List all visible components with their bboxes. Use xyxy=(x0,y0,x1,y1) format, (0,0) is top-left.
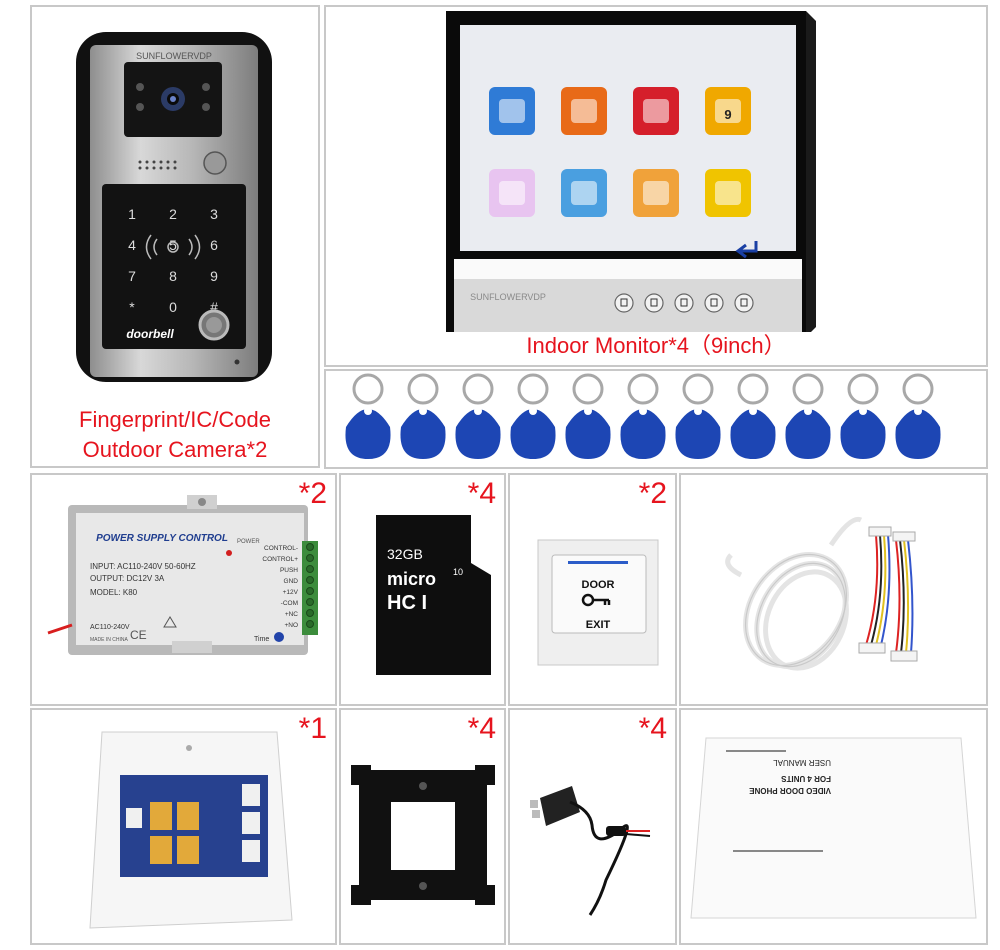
bracket-panel: *4 xyxy=(339,708,506,945)
brightness-icon xyxy=(489,169,535,217)
svg-text:AC110-240V: AC110-240V xyxy=(90,624,130,631)
keypad-key: 6 xyxy=(210,237,218,253)
svg-text:EXIT: EXIT xyxy=(586,619,611,631)
terminal-label: +NC xyxy=(285,611,298,618)
calendar-icon: 9 xyxy=(705,87,751,135)
svg-text:USER MANUAL: USER MANUAL xyxy=(773,758,831,767)
distributor-image xyxy=(89,731,293,929)
keyfob xyxy=(785,373,831,459)
svg-text:Time: Time xyxy=(254,636,269,643)
sd-card-qty: *4 xyxy=(467,477,496,510)
manual-panel: VIDEO DOOR PHONE FOR 4 UNITS USER MANUAL xyxy=(679,708,988,945)
keyfob xyxy=(400,373,446,459)
svg-text:micro: micro xyxy=(387,569,436,589)
keypad-key: 4 xyxy=(128,237,136,253)
sd-card-panel: 32GB micro 10 HC I *4 xyxy=(339,473,506,706)
svg-text:CE: CE xyxy=(130,628,147,642)
terminal-label: CONTROL+ xyxy=(262,556,298,563)
keypad-key: 2 xyxy=(169,206,177,222)
keypad-key: 0 xyxy=(169,299,177,315)
keyfob xyxy=(455,373,501,459)
svg-text:INPUT: AC110-240V 50-60HZ: INPUT: AC110-240V 50-60HZ xyxy=(90,562,196,571)
keypad-key: 9 xyxy=(210,268,218,284)
keyfob xyxy=(840,373,886,459)
contrast-icon xyxy=(561,169,607,217)
bracket-qty: *4 xyxy=(467,712,496,745)
indoor-monitor-image: 9 SUNFLOWERVDP xyxy=(446,11,816,332)
keyfob xyxy=(675,373,721,459)
svg-text:SUNFLOWERVDP: SUNFLOWERVDP xyxy=(470,292,546,302)
terminal-label: GND xyxy=(284,578,299,585)
svg-text:VIDEO DOOR PHONE: VIDEO DOOR PHONE xyxy=(749,786,831,795)
terminal-label: CONTROL- xyxy=(264,545,298,552)
exit-button-panel: DOOR EXIT *2 xyxy=(508,473,677,706)
terminal-label: +12V xyxy=(283,589,299,596)
keypad-key: 3 xyxy=(210,206,218,222)
outdoor-camera-image: SUNFLOWERVDP 1 2 3 4 5 6 7 8 9 * 0 # doorbell xyxy=(76,32,272,382)
cables-image xyxy=(725,516,918,671)
keyfob xyxy=(620,373,666,459)
monitor-caption: Indoor Monitor*4（9inch） xyxy=(526,333,786,358)
svg-text:POWER SUPPLY CONTROL: POWER SUPPLY CONTROL xyxy=(96,533,228,544)
talk-icon[interactable] xyxy=(734,293,754,313)
adapter-qty: *4 xyxy=(638,712,667,745)
keypad-key: 5 xyxy=(169,237,177,253)
distributor-qty: *1 xyxy=(298,712,327,745)
exit-button-qty: *2 xyxy=(638,477,667,510)
svg-text:32GB: 32GB xyxy=(387,546,423,562)
keyfobs-image xyxy=(345,373,941,459)
keyfobs-panel xyxy=(324,369,988,469)
keyfob xyxy=(510,373,556,459)
palette-icon xyxy=(633,169,679,217)
camera-icon[interactable] xyxy=(644,293,664,313)
bracket-image xyxy=(351,765,495,905)
terminal-label: PUSH xyxy=(280,567,298,574)
keyfob xyxy=(345,373,391,459)
power-supply-panel: POWER SUPPLY CONTROL POWER INPUT: AC110-… xyxy=(30,473,337,706)
svg-text:doorbell: doorbell xyxy=(126,327,174,341)
exit-button-image: DOOR EXIT xyxy=(537,539,659,666)
outdoor-camera-panel: SUNFLOWERVDP 1 2 3 4 5 6 7 8 9 * 0 # doorbell Finge… xyxy=(30,5,320,468)
unlock-icon[interactable] xyxy=(704,293,724,313)
home-icon[interactable] xyxy=(614,293,634,313)
svg-text:MODEL: K80: MODEL: K80 xyxy=(90,588,138,597)
keypad-key: # xyxy=(210,299,218,315)
keyfob xyxy=(565,373,611,459)
outdoor-caption: Fingerprint/IC/Code Outdoor Camera*2 xyxy=(32,405,318,465)
adapter-panel: *4 xyxy=(508,708,677,945)
indoor-monitor-panel: 9 SUNFLOWERVDP Indoor Monitor*4（9inch） xyxy=(324,5,988,367)
keypad-key: 7 xyxy=(128,268,136,284)
settings-icon xyxy=(561,87,607,135)
clock-icon xyxy=(633,87,679,135)
svg-text:MADE IN CHINA: MADE IN CHINA xyxy=(90,637,128,643)
calendar-day: 9 xyxy=(724,107,731,122)
keyfob xyxy=(730,373,776,459)
manual-image: VIDEO DOOR PHONE FOR 4 UNITS USER MANUAL xyxy=(690,737,977,919)
keypad-key: 8 xyxy=(169,268,177,284)
intercom-icon[interactable] xyxy=(674,293,694,313)
svg-text:10: 10 xyxy=(453,567,463,577)
keypad-key: * xyxy=(129,299,135,315)
svg-text:SUNFLOWERVDP: SUNFLOWERVDP xyxy=(136,51,212,61)
svg-text:DOOR: DOOR xyxy=(582,579,615,591)
music-icon xyxy=(705,169,751,217)
sd-card-image: 32GB micro 10 HC I xyxy=(376,515,491,675)
cables-panel xyxy=(679,473,988,706)
svg-text:OUTPUT: DC12V 3A: OUTPUT: DC12V 3A xyxy=(90,574,165,583)
keypad-key: 1 xyxy=(128,206,136,222)
adapter-image xyxy=(530,786,651,916)
outdoor-caption-line1: Fingerprint/IC/Code xyxy=(79,407,271,432)
svg-text:POWER: POWER xyxy=(237,539,260,545)
distributor-panel: *1 xyxy=(30,708,337,945)
photos-icon xyxy=(489,87,535,135)
keyfob xyxy=(895,373,941,459)
svg-text:FOR 4 UNITS: FOR 4 UNITS xyxy=(781,774,831,783)
terminal-label: +NO xyxy=(284,622,298,629)
terminal-label: -COM xyxy=(281,600,298,607)
power-supply-qty: *2 xyxy=(298,477,327,510)
power-supply-image: POWER SUPPLY CONTROL POWER INPUT: AC110-… xyxy=(47,495,318,655)
outdoor-caption-line2: Outdoor Camera*2 xyxy=(82,437,268,462)
svg-text:HC I: HC I xyxy=(387,592,427,614)
